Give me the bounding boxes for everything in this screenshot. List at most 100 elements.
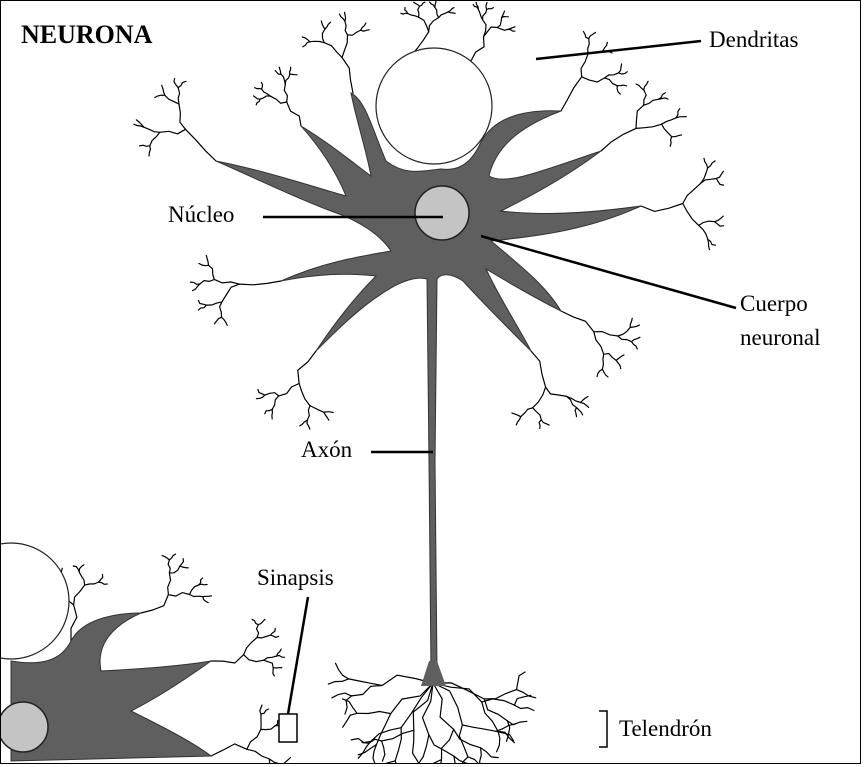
- dendrite-branch: [546, 387, 567, 396]
- dendrite-branch: [328, 679, 348, 684]
- dendrite-branch: [561, 311, 594, 332]
- dendrite-branch: [271, 635, 279, 637]
- label-dendrites: Dendritas: [709, 27, 798, 52]
- dendrite-branch: [265, 409, 272, 413]
- dendrite-branch: [190, 585, 199, 595]
- label-nucleus: Núcleo: [168, 202, 234, 227]
- label-cell-body-line1: Cuerpo: [740, 291, 808, 316]
- dendrite-branch: [168, 560, 170, 573]
- dendrite-branch: [632, 342, 638, 349]
- dendrite-branch: [252, 619, 258, 624]
- dendrite-branch: [209, 265, 215, 279]
- diagram-title: NEURONA: [21, 21, 152, 50]
- dendrite-branch: [605, 78, 618, 86]
- dendrite-branch: [507, 721, 527, 725]
- dendrite-branch: [581, 54, 588, 77]
- dendrite-branch: [193, 284, 200, 291]
- dendrite-branch: [73, 566, 79, 572]
- dendrite-branch: [285, 74, 290, 84]
- dendrite-branch: [704, 158, 708, 168]
- dendrite-branch: [258, 619, 265, 624]
- dendrite-branch: [413, 730, 419, 762]
- dendrite-branch: [408, 14, 419, 18]
- dendrite-branch: [310, 406, 324, 413]
- dendrite-branch: [214, 317, 221, 324]
- dendrite-branch: [619, 64, 622, 73]
- dendrite-branch: [203, 596, 212, 597]
- dendrite-branch: [435, 1, 436, 7]
- dendrite-branch: [222, 317, 228, 325]
- dendrite-branch: [310, 41, 324, 42]
- dendrite-branch: [155, 95, 165, 97]
- dendrite-branch: [211, 744, 247, 756]
- dendrite-branch: [336, 663, 349, 679]
- dendrite-branch: [302, 37, 310, 42]
- dendrite-branch: [516, 417, 521, 425]
- dendrite-branch: [377, 761, 396, 764]
- dendrite-branch: [514, 705, 534, 710]
- dendrite-branch: [190, 595, 203, 597]
- dendrite-branch: [662, 118, 677, 125]
- dendrite-branch: [352, 686, 383, 696]
- dendrite-branch: [324, 412, 329, 420]
- dendrite-branch: [644, 81, 648, 90]
- dendrite-branch: [716, 179, 723, 186]
- dendrite-branch: [254, 96, 260, 99]
- dendrite-branch: [244, 655, 264, 662]
- dendrite-branch: [265, 393, 279, 396]
- dendrite-branch: [581, 403, 589, 408]
- dendrite-branch: [605, 73, 619, 78]
- dendrite-branch: [676, 117, 686, 118]
- dendrite-branch: [561, 77, 582, 111]
- label-axon: Axón: [301, 437, 352, 462]
- dendrite-branch: [281, 74, 286, 84]
- dendrite-branch: [672, 135, 682, 137]
- dendrite-branch: [433, 683, 454, 729]
- dendrite-branch: [361, 30, 370, 31]
- dendrite-branch: [601, 128, 636, 151]
- dendrite-branch: [343, 699, 357, 713]
- dendrite-branch: [430, 2, 435, 7]
- dendrite-branch: [533, 408, 542, 420]
- dendrite-branch: [349, 679, 383, 686]
- dendrite-branch: [144, 127, 160, 132]
- dendrite-branch: [190, 282, 199, 284]
- dendrite-branch: [85, 582, 99, 585]
- dendrite-branch: [198, 305, 206, 310]
- dendrite-branch: [594, 332, 604, 354]
- dendrite-branch: [484, 690, 516, 699]
- dendrite-branch: [618, 336, 632, 342]
- dendrite-branch: [617, 86, 620, 94]
- dendrite-branch: [630, 318, 632, 327]
- neighbor-cell-cleft: [1, 543, 69, 659]
- dendrite-branch: [211, 655, 244, 663]
- dendrite-branch: [140, 145, 150, 146]
- synapse-marker: [279, 714, 297, 742]
- dendrite-branch: [206, 302, 222, 305]
- dendrite-branch: [284, 757, 291, 764]
- dendrite-branch: [508, 29, 515, 31]
- dendrite-branch: [99, 582, 108, 584]
- dendrite-branch: [322, 29, 325, 43]
- dendrite-branch: [482, 702, 498, 731]
- dendrite-branch: [602, 354, 603, 369]
- dendrite-branch: [533, 387, 546, 408]
- dendrite-branch: [269, 759, 283, 764]
- synapse-leader: [288, 597, 308, 714]
- dendrite-branch: [541, 420, 549, 425]
- dendrite-branch: [178, 81, 186, 87]
- dendrite-branch: [79, 572, 85, 585]
- dendrite-branch: [361, 23, 366, 30]
- dendrite-branch: [307, 420, 310, 429]
- dendrite-branch: [382, 741, 385, 761]
- dendrite-branch: [418, 6, 420, 17]
- dendrite-branch: [429, 18, 439, 32]
- dendrite-branch: [577, 408, 583, 415]
- dendrite-branch: [160, 129, 186, 134]
- dendrite-branch: [357, 712, 391, 714]
- dendrite-branch: [257, 635, 270, 638]
- dendrite-branch: [439, 12, 449, 18]
- dendrite-branch: [462, 725, 496, 731]
- dendrite-branch: [478, 9, 482, 20]
